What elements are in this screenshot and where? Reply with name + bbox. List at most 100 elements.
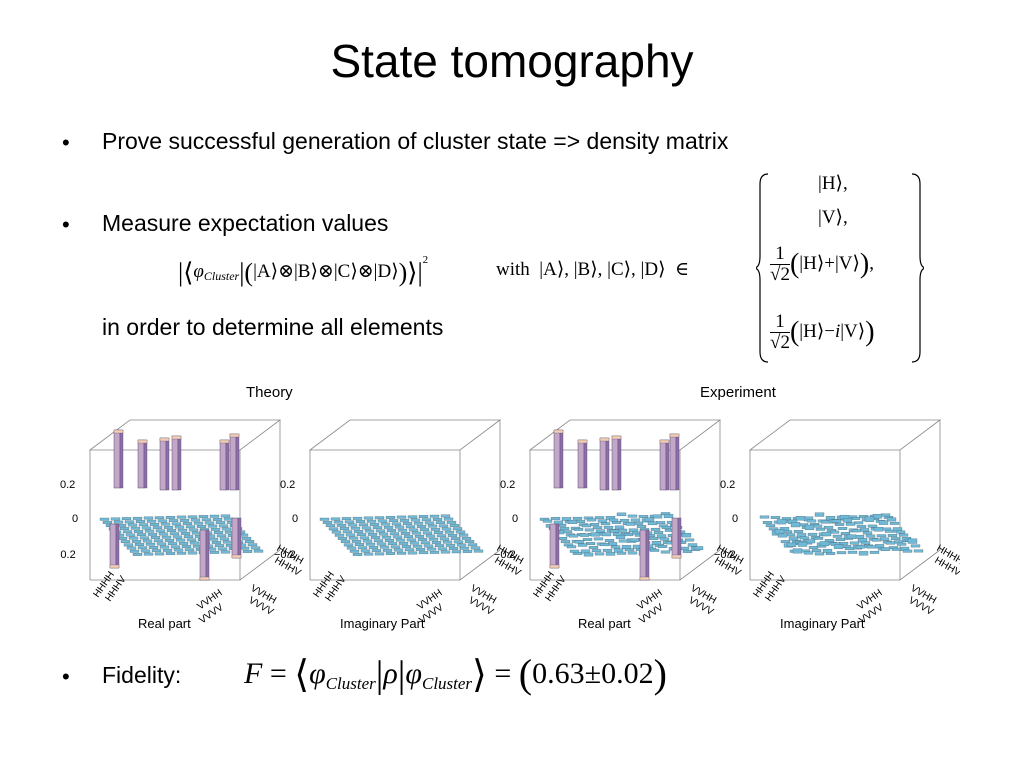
- matrix-element-bar: [388, 519, 399, 523]
- matrix-element-bar: [871, 538, 882, 542]
- set-braces: [756, 173, 924, 363]
- matrix-element-bar: [880, 547, 891, 551]
- matrix-element-bar: [593, 537, 604, 541]
- density-matrix-plots: 0.20−0.2HHHHHHHVVVHHVVVVHHHHHHHVVVHHVVVV…: [60, 419, 960, 631]
- matrix-element-bar: [850, 517, 861, 520]
- matrix-element-bar: [450, 537, 461, 541]
- matrix-element-bar: [864, 516, 875, 522]
- matrix-element-bar: [396, 551, 407, 555]
- matrix-element-bar: [889, 521, 900, 525]
- matrix-element-bar: [215, 521, 226, 525]
- matrix-element-bar: [542, 519, 553, 523]
- matrix-element-bar: [822, 548, 833, 553]
- matrix-element-bar: [660, 550, 671, 554]
- matrix-element-bar: [582, 538, 593, 541]
- theory-label: Theory: [246, 384, 293, 401]
- matrix-element-bar: [425, 534, 436, 538]
- matrix-element-bar: [158, 532, 169, 536]
- matrix-element-bar: [196, 525, 207, 528]
- matrix-element-bar: [560, 540, 571, 544]
- matrix-element-bar-cap: [137, 439, 148, 444]
- plot-box-bottom: [90, 549, 281, 581]
- matrix-element-bar: [823, 525, 834, 529]
- plot-caption: Imaginary Part: [780, 616, 865, 631]
- matrix-element-bar: [385, 552, 396, 555]
- matrix-element-bar: [183, 535, 194, 539]
- matrix-element-bar: [604, 539, 615, 542]
- matrix-element-bar-cap: [611, 435, 622, 440]
- matrix-element-bar: [159, 545, 170, 549]
- matrix-element-bar: [869, 550, 880, 554]
- matrix-element-bar: [473, 549, 484, 553]
- z-tick-label: 0.2: [720, 479, 735, 491]
- matrix-element-bar-cap: [231, 554, 242, 559]
- z-tick-label: 0: [512, 513, 518, 525]
- matrix-element-bar: [455, 530, 466, 534]
- matrix-element-bar-side: [205, 529, 210, 581]
- z-tick-label: 0.2: [500, 479, 515, 491]
- matrix-element-bar: [154, 552, 165, 556]
- matrix-element-bar: [627, 551, 638, 555]
- matrix-element-bar: [139, 536, 150, 540]
- z-tick-label: 0: [732, 513, 738, 525]
- matrix-element-bar-side: [225, 439, 230, 491]
- matrix-element-bar: [177, 528, 188, 532]
- matrix-element-bar: [242, 550, 253, 553]
- matrix-element-bar: [127, 523, 138, 527]
- matrix-element-bar-tall: [159, 437, 167, 491]
- matrix-element-bar: [156, 542, 167, 546]
- matrix-element-bar: [804, 524, 815, 531]
- matrix-element-bar-side: [115, 523, 120, 569]
- plot-caption: Real part: [138, 616, 191, 631]
- matrix-element-bar: [842, 518, 853, 523]
- matrix-element-bar: [441, 527, 452, 531]
- matrix-element-bar: [580, 549, 591, 554]
- matrix-element-bar-tall: [639, 529, 647, 581]
- matrix-element-bar: [458, 533, 469, 537]
- matrix-element-bar: [140, 549, 151, 553]
- matrix-element-bar: [429, 550, 440, 554]
- matrix-element-bar: [448, 547, 459, 550]
- matrix-element-bar: [782, 530, 793, 534]
- matrix-element-bar: [418, 551, 429, 555]
- matrix-element-bar: [780, 540, 791, 544]
- z-tick-label: 0.2: [280, 479, 295, 491]
- matrix-element-bar: [144, 529, 155, 533]
- matrix-element-bar: [575, 520, 586, 523]
- matrix-element-bar: [412, 544, 423, 548]
- matrix-element-bar: [322, 521, 333, 524]
- matrix-element-bar: [786, 542, 797, 547]
- matrix-element-bar: [198, 515, 209, 518]
- matrix-element-bar: [124, 520, 135, 524]
- matrix-element-bar: [583, 552, 594, 557]
- matrix-element-bar: [403, 535, 414, 539]
- matrix-element-bar-tall: [671, 517, 679, 559]
- matrix-element-bar: [381, 535, 392, 539]
- matrix-element-bar: [214, 544, 225, 548]
- matrix-element-bar: [681, 533, 692, 538]
- bullet-text-fidelity: Fidelity:: [102, 662, 182, 688]
- expectation-formula: |⟨φCluster|(|A⟩⊗|B⟩⊗|C⟩⊗|D⟩)⟩|2: [178, 254, 429, 287]
- matrix-element-bar: [347, 523, 358, 527]
- matrix-element-bar: [244, 540, 255, 543]
- matrix-element-bar: [765, 524, 776, 528]
- matrix-element-bar: [121, 517, 132, 521]
- matrix-element-bar: [572, 552, 583, 555]
- matrix-element-bar: [867, 524, 878, 528]
- matrix-element-bar: [849, 541, 860, 545]
- matrix-element-bar: [319, 517, 330, 521]
- matrix-element-bar: [886, 517, 897, 522]
- matrix-element-bar: [422, 531, 433, 535]
- matrix-element-bar: [648, 537, 659, 540]
- matrix-element-bar: [610, 545, 621, 549]
- set-row-diag: 1 √2 (|H⟩+|V⟩),: [770, 243, 874, 285]
- matrix-element-bar: [581, 524, 592, 528]
- matrix-element-bar: [187, 551, 198, 555]
- matrix-element-bar: [557, 537, 568, 540]
- matrix-element-bar: [132, 553, 143, 556]
- matrix-element-bar: [165, 552, 176, 555]
- matrix-element-bar: [417, 538, 428, 541]
- matrix-element-bar: [579, 533, 590, 537]
- matrix-element-bar: [879, 537, 890, 541]
- experiment-label: Experiment: [700, 384, 776, 401]
